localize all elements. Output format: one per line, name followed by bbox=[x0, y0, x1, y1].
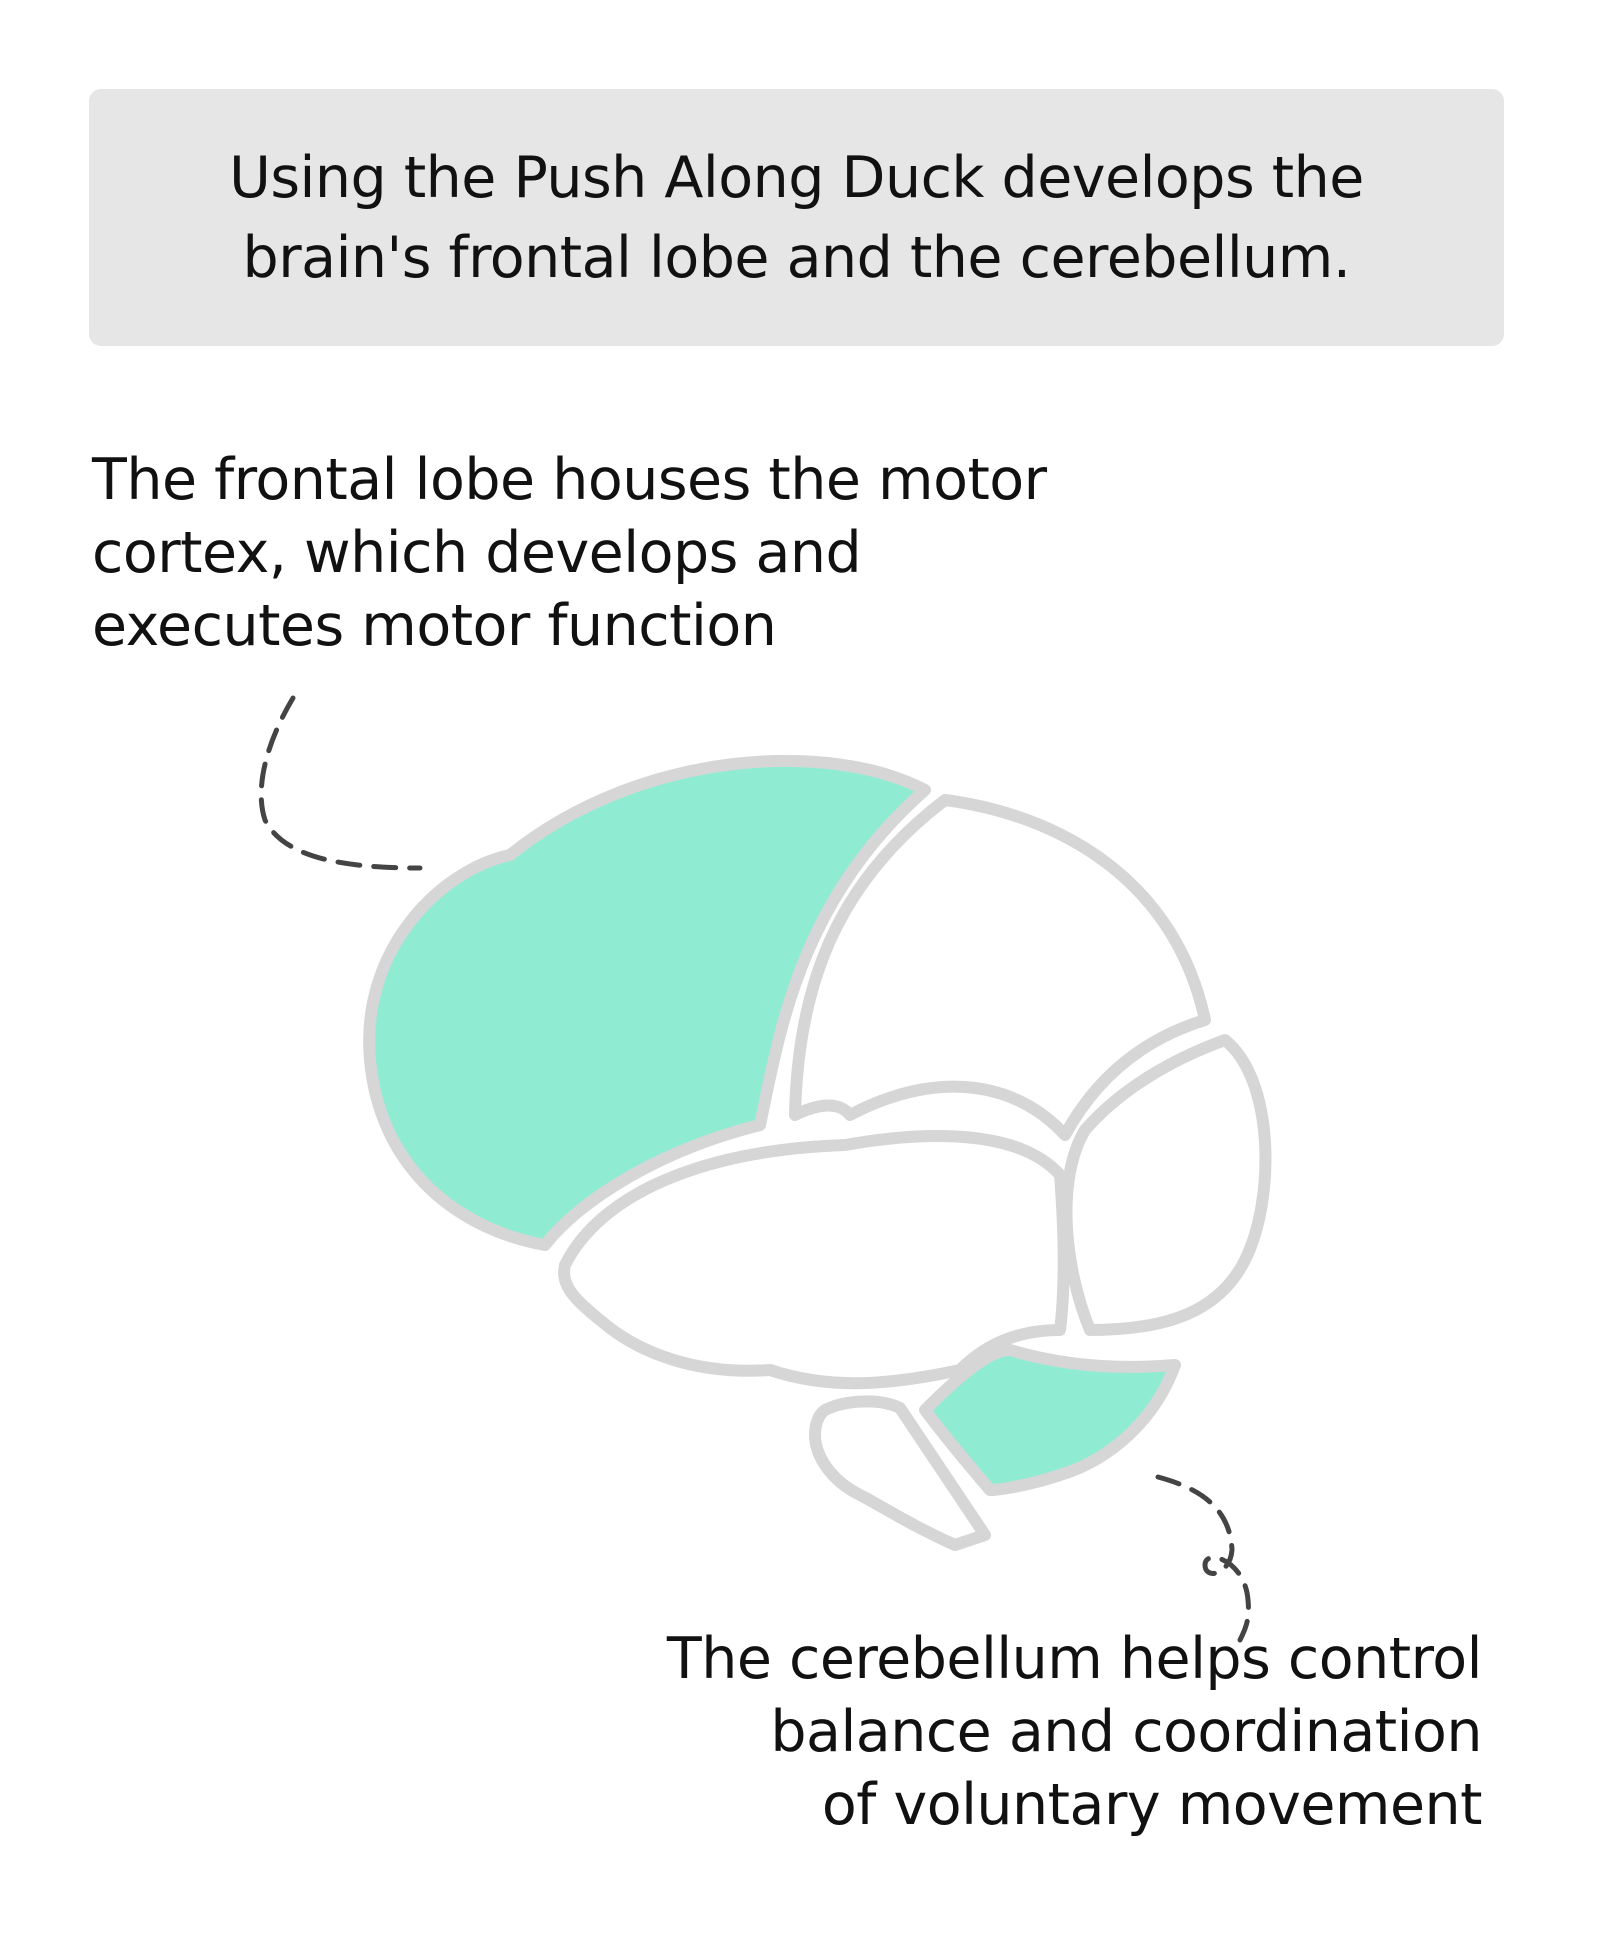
brain-stem-region bbox=[809, 1395, 991, 1551]
cerebellum-region bbox=[919, 1344, 1181, 1496]
frontal-lobe-caption: The frontal lobe houses the motor cortex… bbox=[92, 444, 1047, 663]
temporal-lobe-region bbox=[558, 1130, 1070, 1390]
frontal-lobe-caption-line-1: The frontal lobe houses the motor bbox=[92, 447, 1047, 513]
cerebellum-caption-line-2: balance and coordination bbox=[770, 1699, 1482, 1765]
occipital-lobe-region bbox=[1060, 1034, 1272, 1336]
cerebellum-caption-line-1: The cerebellum helps control bbox=[666, 1626, 1483, 1692]
cerebellum-leader-line bbox=[1155, 1474, 1251, 1643]
frontal-lobe-leader-line bbox=[258, 695, 423, 871]
parietal-lobe-region bbox=[789, 794, 1211, 1141]
frontal-lobe-region bbox=[363, 754, 931, 1251]
header-line-1: Using the Push Along Duck develops the bbox=[229, 144, 1364, 211]
cerebellum-caption-line-3: of voluntary movement bbox=[821, 1772, 1483, 1838]
header-box: Using the Push Along Duck develops the b… bbox=[89, 89, 1504, 346]
frontal-lobe-caption-line-3: executes motor function bbox=[92, 593, 777, 659]
frontal-lobe-caption-line-2: cortex, which develops and bbox=[92, 520, 862, 586]
header-line-2: brain's frontal lobe and the cerebellum. bbox=[242, 224, 1351, 291]
cerebellum-caption: The cerebellum helps control balance and… bbox=[666, 1623, 1483, 1842]
